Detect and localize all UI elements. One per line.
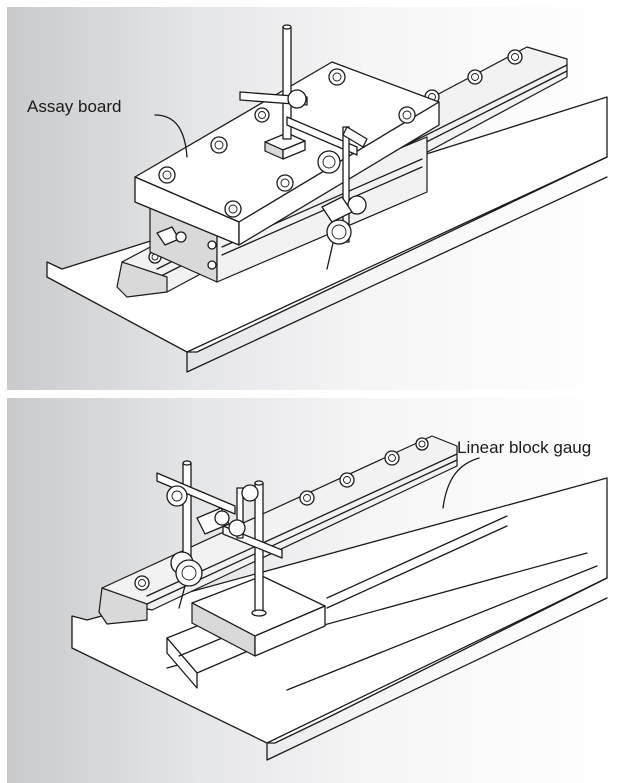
dial-indicator-stand (239, 24, 368, 243)
dial-indicator-stand (156, 460, 283, 617)
assay-board-leader-line (154, 114, 188, 158)
assay-board-measurement-panel: Assay board (7, 7, 623, 390)
linear-block-gauge-illustration (71, 435, 608, 761)
assay-board-label: Assay board (27, 97, 122, 116)
linear-block-gauge-leader-line (442, 457, 480, 509)
linear-block-gauge-label: Linear block gaug (457, 438, 592, 457)
linear-block-gauge-panel: Linear block gaug (7, 398, 623, 783)
dial-indicator-gauge (317, 150, 367, 270)
assay-board-illustration (46, 24, 608, 373)
gauge-guide-strips (166, 515, 598, 691)
dial-indicator-gauge (166, 485, 230, 609)
